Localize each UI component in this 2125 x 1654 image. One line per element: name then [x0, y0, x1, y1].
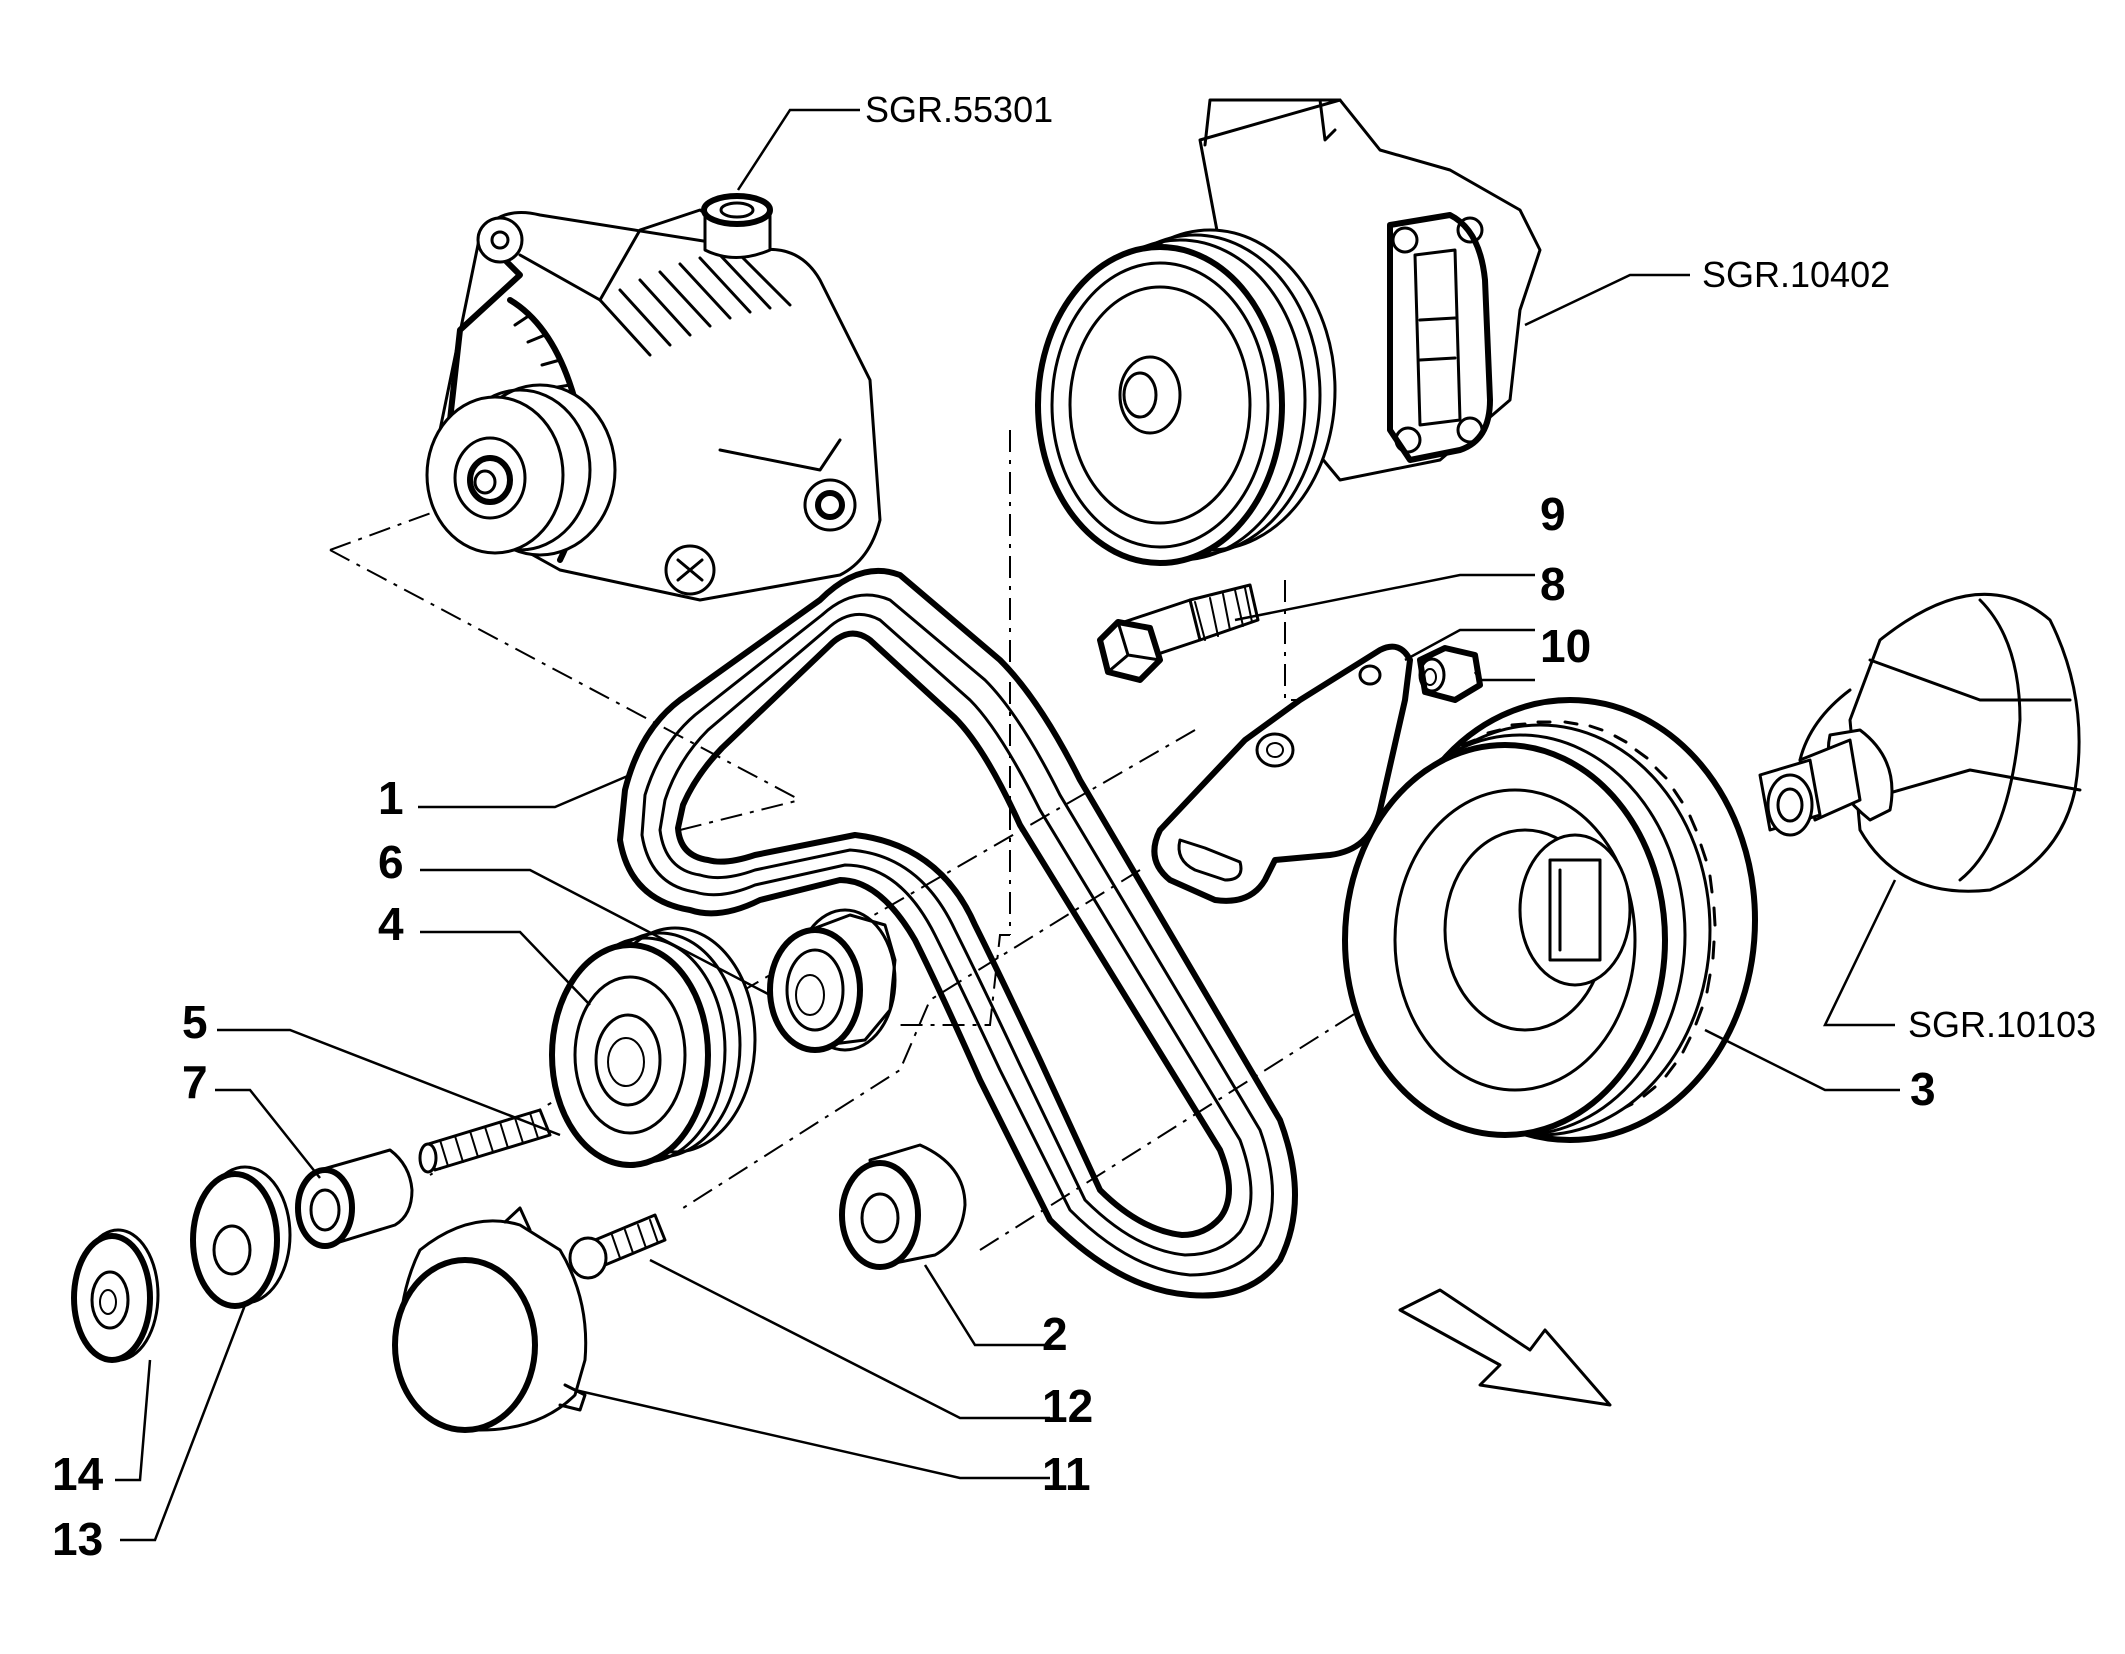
callout-10: 10	[1540, 620, 1591, 672]
callout-12: 12	[1042, 1380, 1093, 1432]
water-pump	[1035, 98, 1542, 566]
crankshaft	[1758, 592, 2082, 893]
callout-8: 8	[1540, 558, 1566, 610]
callout-14: 14	[52, 1448, 104, 1500]
callout-3: 3	[1910, 1063, 1936, 1115]
crankshaft-pulley	[1342, 697, 1758, 1143]
callout-13: 13	[52, 1513, 103, 1565]
callout-11: 11	[1042, 1448, 1091, 1500]
callout-6: 6	[378, 836, 404, 888]
callout-1: 1	[378, 772, 404, 824]
alternator	[425, 193, 882, 602]
callout-5: 5	[182, 996, 208, 1048]
callout-4: 4	[378, 898, 404, 950]
tensioner-pulley-4	[549, 926, 757, 1168]
labels: SGR.55301 SGR.10402 SGR.10103 1 6 4 5 7 …	[52, 89, 2096, 1565]
bolt-12	[568, 1213, 667, 1280]
ref-label-crankshaft: SGR.10103	[1908, 1004, 2096, 1045]
callout-2: 2	[1042, 1308, 1068, 1360]
bracket	[1151, 643, 1413, 904]
nut-10	[1417, 645, 1483, 703]
spacer-7	[295, 1148, 414, 1249]
rotation-direction-arrow	[1398, 1288, 1612, 1407]
callout-7: 7	[182, 1056, 208, 1108]
cap-13	[190, 1165, 292, 1309]
sleeve-2	[839, 1143, 967, 1270]
idler-pulley-6	[767, 908, 897, 1053]
bolt-9	[1097, 583, 1260, 683]
callout-9: 9	[1540, 488, 1566, 540]
ref-label-alternator: SGR.55301	[865, 89, 1053, 130]
ref-label-water-pump: SGR.10402	[1702, 254, 1890, 295]
stud-5	[418, 1108, 552, 1174]
cover-11	[392, 1206, 588, 1433]
leader-lines	[115, 108, 1900, 1542]
poly-v-belt	[617, 567, 1298, 1299]
washer-14	[71, 1228, 160, 1363]
